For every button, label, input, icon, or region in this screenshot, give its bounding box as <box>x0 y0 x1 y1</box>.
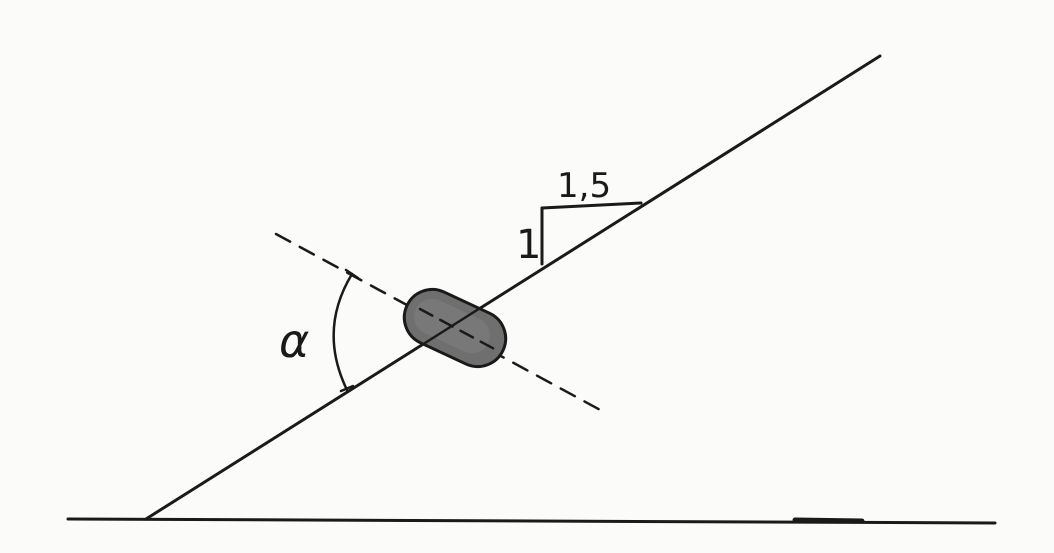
slope-triangle-run <box>540 201 643 210</box>
angle-label: α <box>279 314 309 368</box>
dashed-line-over-block <box>418 307 502 354</box>
dashed-normal-line <box>274 232 606 414</box>
angle-arc-tick-top <box>344 268 360 280</box>
slope-line-over-block <box>423 303 487 345</box>
ground-mark <box>792 517 865 524</box>
block <box>402 287 508 369</box>
angle-arc-tick-bottom <box>339 384 355 393</box>
slope-rise-label: 1 <box>516 222 541 268</box>
slope-line <box>144 54 882 521</box>
slope-run-label: 1,5 <box>557 166 611 206</box>
angle-arc <box>332 272 354 392</box>
